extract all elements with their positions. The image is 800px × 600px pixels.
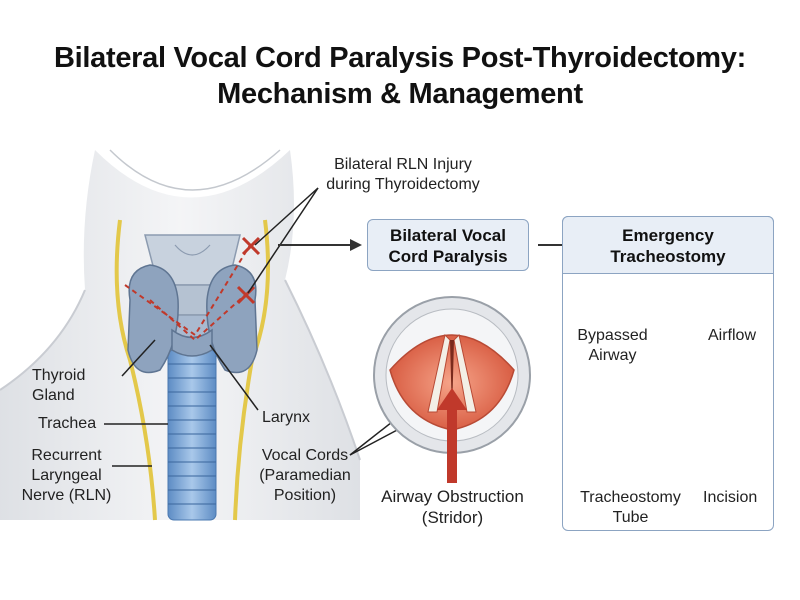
label-bypassed-airway: Bypassed Airway [577, 327, 648, 364]
page-title: Bilateral Vocal Cord Paralysis Post-Thyr… [0, 40, 800, 112]
label-rln: Recurrent Laryngeal Nerve (RLN) [21, 447, 112, 504]
trachea-illustration [167, 349, 217, 521]
label-larynx: Larynx [262, 409, 311, 426]
title-line-1: Bilateral Vocal Cord Paralysis Post-Thyr… [54, 42, 746, 74]
label-airflow: Airflow [708, 327, 757, 344]
box-vocal-cord-paralysis: Bilateral Vocal Cord Paralysis [367, 219, 529, 271]
label-vocal-cords: Vocal Cords (Paramedian Position) [259, 447, 351, 504]
flow-arrow-1 [278, 239, 362, 251]
label-trachea: Trachea [38, 415, 97, 432]
label-incision: Incision [703, 489, 758, 506]
box-emergency-tracheostomy: Emergency Tracheostomy [562, 216, 774, 274]
injury-x-upper-icon [241, 236, 261, 256]
glottis-illustration [373, 296, 531, 454]
label-rln-injury: Bilateral RLN Injury during Thyroidectom… [326, 156, 480, 193]
obstruction-arrow [437, 388, 467, 483]
injury-markers [124, 236, 261, 342]
label-airway-obstruction: Airway Obstruction (Stridor) [381, 487, 524, 527]
label-tracheostomy-tube: Tracheostomy Tube [580, 489, 681, 526]
title-line-2: Mechanism & Management [217, 78, 583, 110]
injury-x-lower-icon [236, 285, 256, 305]
label-thyroid-gland: Thyroid Gland [32, 367, 86, 404]
